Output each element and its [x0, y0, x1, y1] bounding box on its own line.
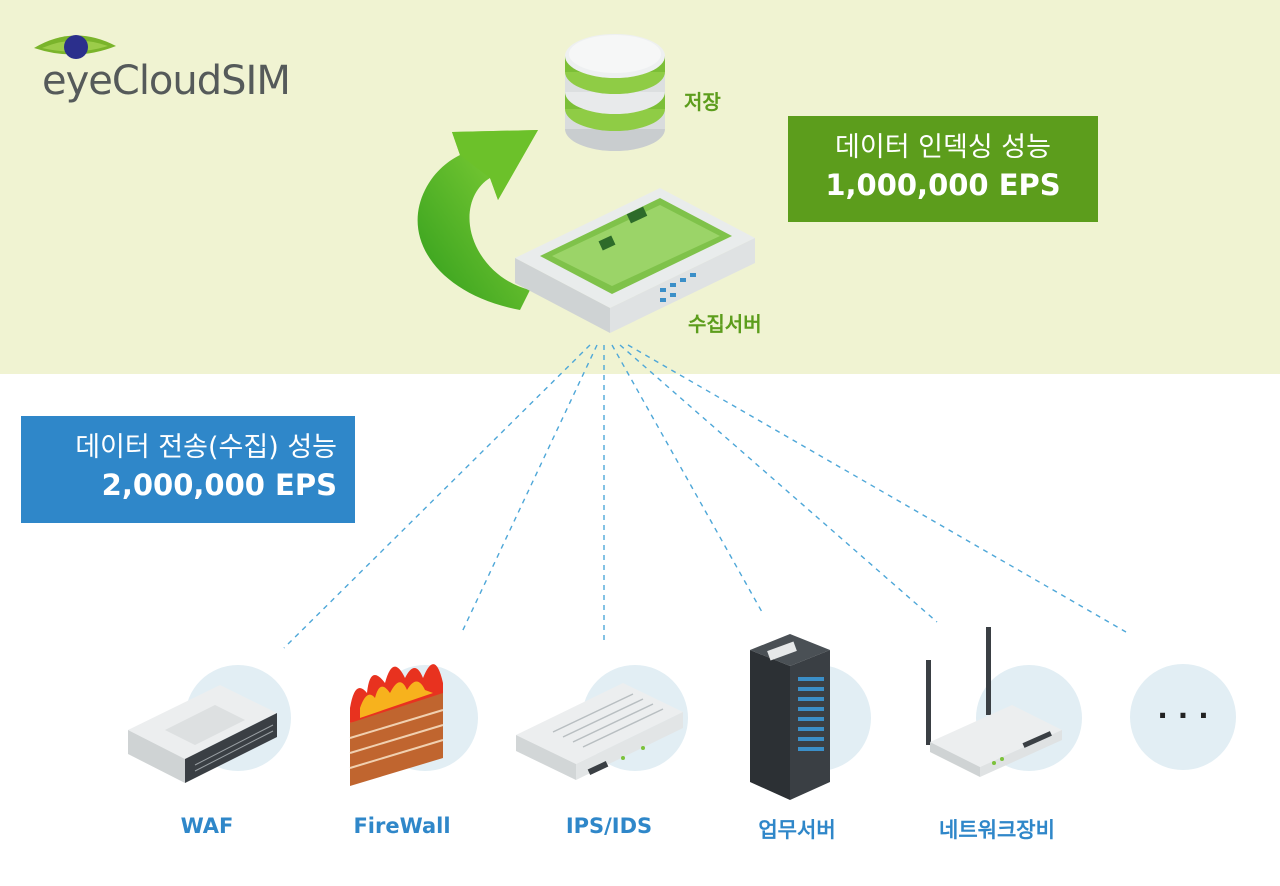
line-to-more: [627, 344, 1127, 633]
business-server-rack-icon: [750, 634, 830, 800]
line-to-server: [611, 344, 763, 613]
device-label-business-server: 업무서버: [758, 818, 836, 842]
line-to-network: [619, 344, 938, 623]
device-label-firewall: FireWall: [353, 814, 451, 838]
indexing-value: 1,000,000 EPS: [825, 168, 1061, 202]
firewall-icon: [349, 664, 444, 786]
eyecloudsim-logo: eyeCloudSIM: [30, 30, 310, 110]
curved-arrow-icon: [417, 130, 538, 310]
line-to-waf: [283, 344, 591, 649]
indexing-performance-badge: 데이터 인덱싱 성능 1,000,000 EPS: [788, 116, 1098, 222]
line-to-firewall: [461, 344, 598, 633]
indexing-title: 데이터 인덱싱 성능: [835, 132, 1051, 163]
collection-value: 2,000,000 EPS: [101, 468, 337, 502]
database-storage-icon: [565, 34, 665, 151]
server-label: 수집서버: [688, 312, 762, 336]
collection-server-icon: [515, 188, 755, 333]
device-label-ips-ids: IPS/IDS: [565, 814, 653, 838]
waf-device-icon: [128, 685, 277, 783]
device-label-network-equipment: 네트워크장비: [939, 818, 1055, 842]
more-devices-icon: · · ·: [1130, 664, 1236, 770]
storage-label: 저장: [684, 90, 721, 114]
eye-logo-icon: [34, 35, 116, 59]
network-router-icon: [926, 627, 1062, 777]
logo-text: eyeCloudSIM: [42, 58, 291, 104]
ips-ids-device-icon: [516, 683, 683, 780]
collection-title: 데이터 전송(수집) 성능: [75, 432, 337, 463]
device-label-waf: WAF: [180, 814, 234, 838]
collection-performance-badge: 데이터 전송(수집) 성능 2,000,000 EPS: [21, 416, 355, 523]
